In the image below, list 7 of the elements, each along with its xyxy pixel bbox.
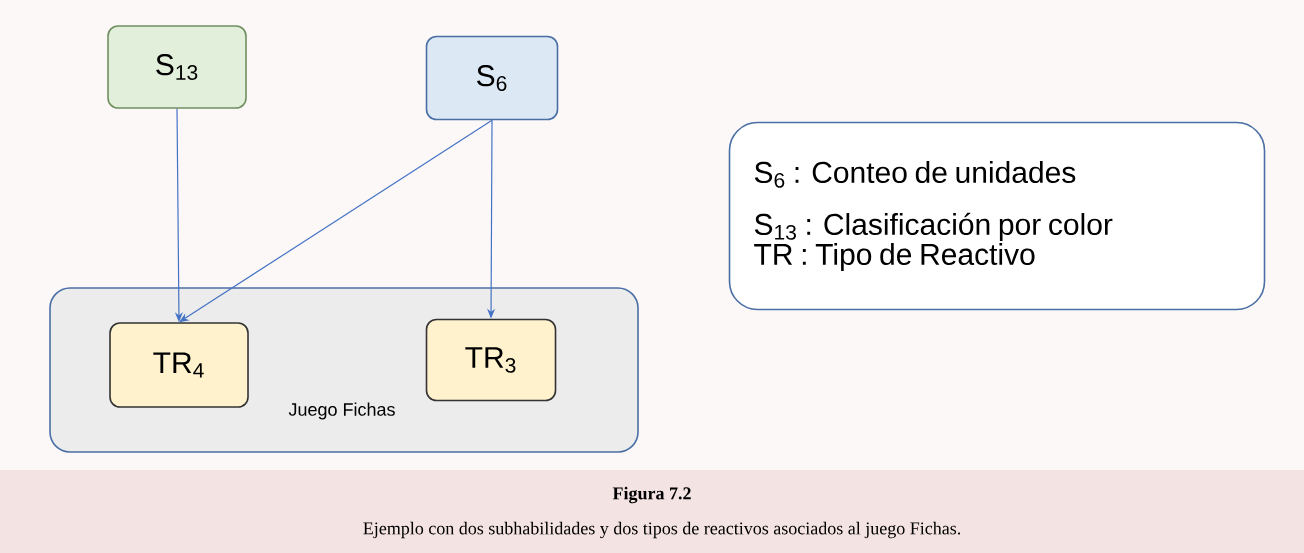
skill-box: S$_{6}$: [425, 35, 559, 121]
skill-box: S$_{13}$: [107, 25, 247, 109]
figure-title: Figura 7.2: [612, 486, 691, 504]
item-type-box: TR$_{4}$: [109, 322, 249, 408]
item-type-box: TR$_{3}$: [425, 318, 557, 402]
caption: Ejemplo con dos subhabilidades y dos tipos de reactivos asociados al juego Fichas.: [363, 521, 961, 539]
legend-box: S$_{6}$ : Conteo de unidades S$_{13}$ : Clasificación por color TR : Tipo de Reactivo: [728, 121, 1266, 311]
